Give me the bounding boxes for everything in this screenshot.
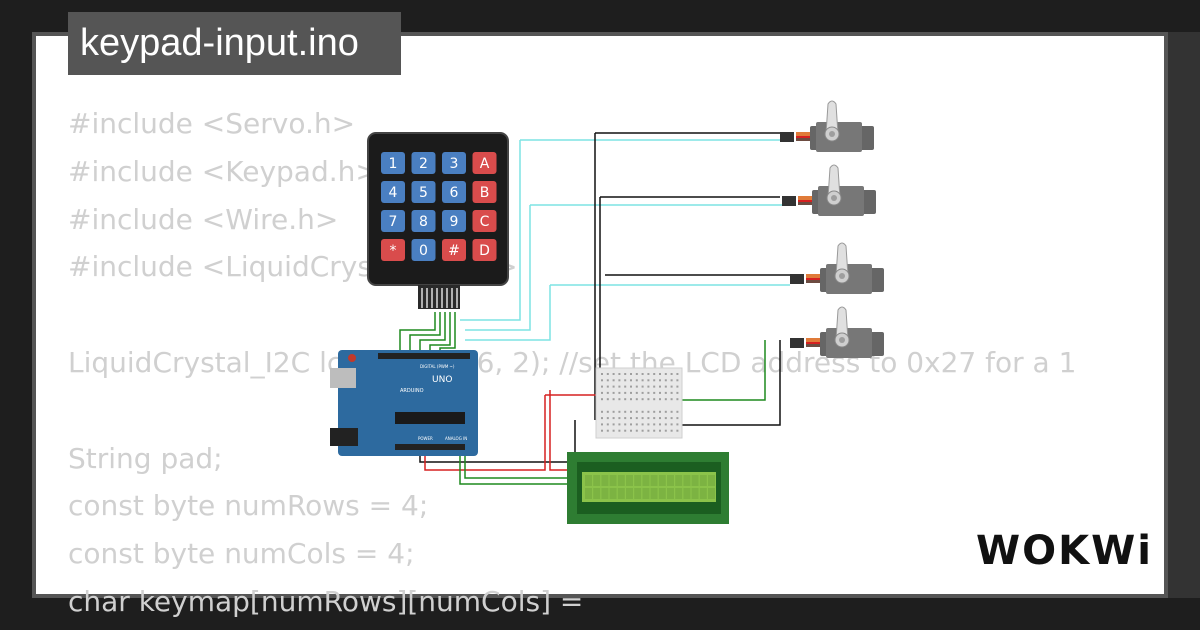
digital-label: DIGITAL (PWM ~) xyxy=(420,364,455,369)
keypad-key-label: 6 xyxy=(450,185,459,201)
servo xyxy=(790,306,884,358)
keypad-key: 6 xyxy=(442,181,466,203)
keypad-key-label: 8 xyxy=(419,214,428,230)
lcd-display xyxy=(567,452,729,524)
code-line: #include <Servo.h> xyxy=(68,107,356,140)
keypad-key: C xyxy=(472,210,497,232)
keypad-key: D xyxy=(472,239,497,261)
keypad-key-label: 4 xyxy=(389,185,398,201)
wire-green xyxy=(439,312,456,352)
code-line: const byte numRows = 4; xyxy=(68,489,429,523)
keypad-key: 0 xyxy=(411,239,436,261)
keypad-key-label: # xyxy=(448,243,460,259)
wokwi-logo: WOKWi xyxy=(976,528,1153,574)
breadboard xyxy=(595,367,683,439)
wire-green xyxy=(399,312,436,352)
keypad-key: # xyxy=(442,239,466,261)
keypad-key: 5 xyxy=(411,181,436,203)
wires xyxy=(399,132,790,485)
servo xyxy=(790,242,884,294)
keypad-key-label: 9 xyxy=(450,214,459,230)
keypad-key-label: B xyxy=(480,185,490,201)
wire-cyan xyxy=(465,205,531,331)
analog-label: ANALOG IN xyxy=(445,436,467,441)
wire-green xyxy=(464,452,568,479)
servos xyxy=(780,100,884,358)
keypad-key: * xyxy=(381,239,405,261)
keypad-key-label: 3 xyxy=(450,156,459,172)
keypad-key-label: 2 xyxy=(419,156,428,172)
keypad-key: 3 xyxy=(442,152,466,174)
keypad-key: B xyxy=(472,181,497,203)
keypad-key-label: C xyxy=(480,214,490,230)
keypad-key-label: * xyxy=(390,243,397,259)
wire-red xyxy=(549,390,568,471)
wire-green xyxy=(409,312,441,352)
arduino-uno: UNO ARDUINO DIGITAL (PWM ~) ANALOG IN PO… xyxy=(330,350,478,456)
wire-black xyxy=(419,420,576,463)
wire-green xyxy=(429,312,451,352)
wire-cyan xyxy=(460,140,521,321)
keypad-key-label: 7 xyxy=(389,214,398,230)
keypad-key: 1 xyxy=(381,152,405,174)
board-label: UNO xyxy=(432,375,452,385)
wire-green xyxy=(459,452,568,485)
board-brand: ARDUINO xyxy=(400,388,424,394)
code-line: const byte numCols = 4; xyxy=(68,537,415,571)
servo xyxy=(780,100,874,152)
keypad-key: 2 xyxy=(411,152,436,174)
wire-red xyxy=(424,395,546,471)
file-title: keypad-input.ino xyxy=(68,12,401,75)
keypad-key-label: 0 xyxy=(419,243,428,259)
keypad-key: 9 xyxy=(442,210,466,232)
keypad-key: 4 xyxy=(381,181,405,203)
keypad-key: 7 xyxy=(381,210,405,232)
code-line: String pad; xyxy=(68,441,223,475)
frame-side xyxy=(1168,32,1200,598)
code-line: #include <Wire.h> xyxy=(68,202,339,236)
wire-green xyxy=(419,312,446,352)
keypad-key: 8 xyxy=(411,210,436,232)
keypad-keys: 1 2 3 A 4 5 6 B 7 8 9 C * 0 # D xyxy=(381,152,497,261)
power-label: POWER xyxy=(418,436,433,441)
wire-cyan xyxy=(465,285,551,341)
keypad: 1 2 3 A 4 5 6 B 7 8 9 C * 0 # D xyxy=(367,132,509,309)
servo xyxy=(782,164,876,216)
keypad-key-label: 5 xyxy=(419,185,428,201)
keypad-key-label: 1 xyxy=(389,156,398,172)
keypad-key-label: D xyxy=(479,243,490,259)
keypad-key-label: A xyxy=(480,156,490,172)
keypad-key: A xyxy=(472,152,497,174)
code-line: char keymap[numRows][numCols] = xyxy=(68,584,584,618)
code-line: #include <Keypad.h> xyxy=(68,154,379,188)
